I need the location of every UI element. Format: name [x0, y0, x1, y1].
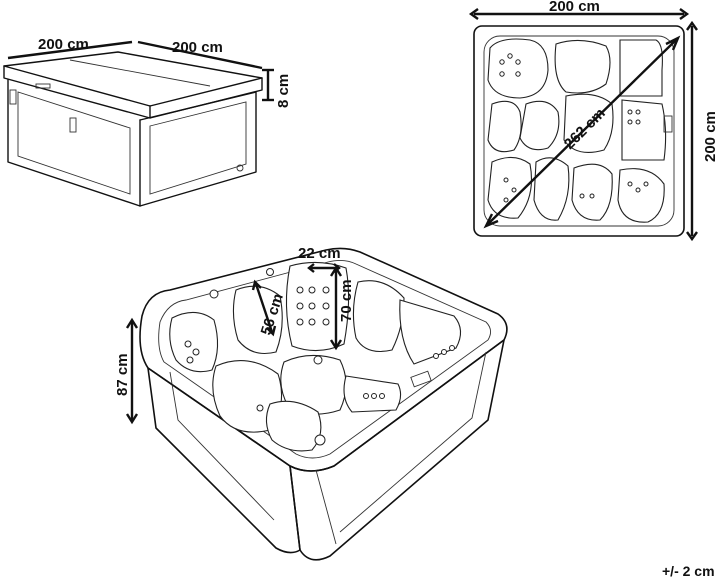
tolerance-note: +/- 2 cm [662, 563, 715, 579]
top-view: 200 cm 200 cm 262 cm [468, 0, 719, 242]
height-dimension-label: 87 cm [114, 353, 131, 396]
top-view-dimension-lines [468, 8, 698, 242]
cover-view: 200 cm 200 cm 8 cm [3, 36, 292, 207]
cover-dimension-lines [7, 40, 274, 102]
top-depth-dimension-label: 200 cm [702, 111, 719, 162]
seat-width-dimension-label: 22 cm [298, 245, 341, 262]
top-view-drawing [473, 25, 685, 237]
perspective-view: 22 cm 56 cm 70 cm 87 cm [114, 245, 508, 561]
perspective-dimension-lines [125, 263, 343, 425]
cover-thickness-dimension-label: 8 cm [275, 74, 292, 108]
cover-front-dimension-label: 200 cm [38, 36, 89, 53]
top-width-dimension-label: 200 cm [549, 0, 600, 15]
backrest-b-dimension-label: 70 cm [338, 279, 355, 322]
cover-drawing [3, 51, 263, 207]
perspective-drawing [139, 247, 508, 561]
cover-side-dimension-label: 200 cm [172, 39, 223, 56]
